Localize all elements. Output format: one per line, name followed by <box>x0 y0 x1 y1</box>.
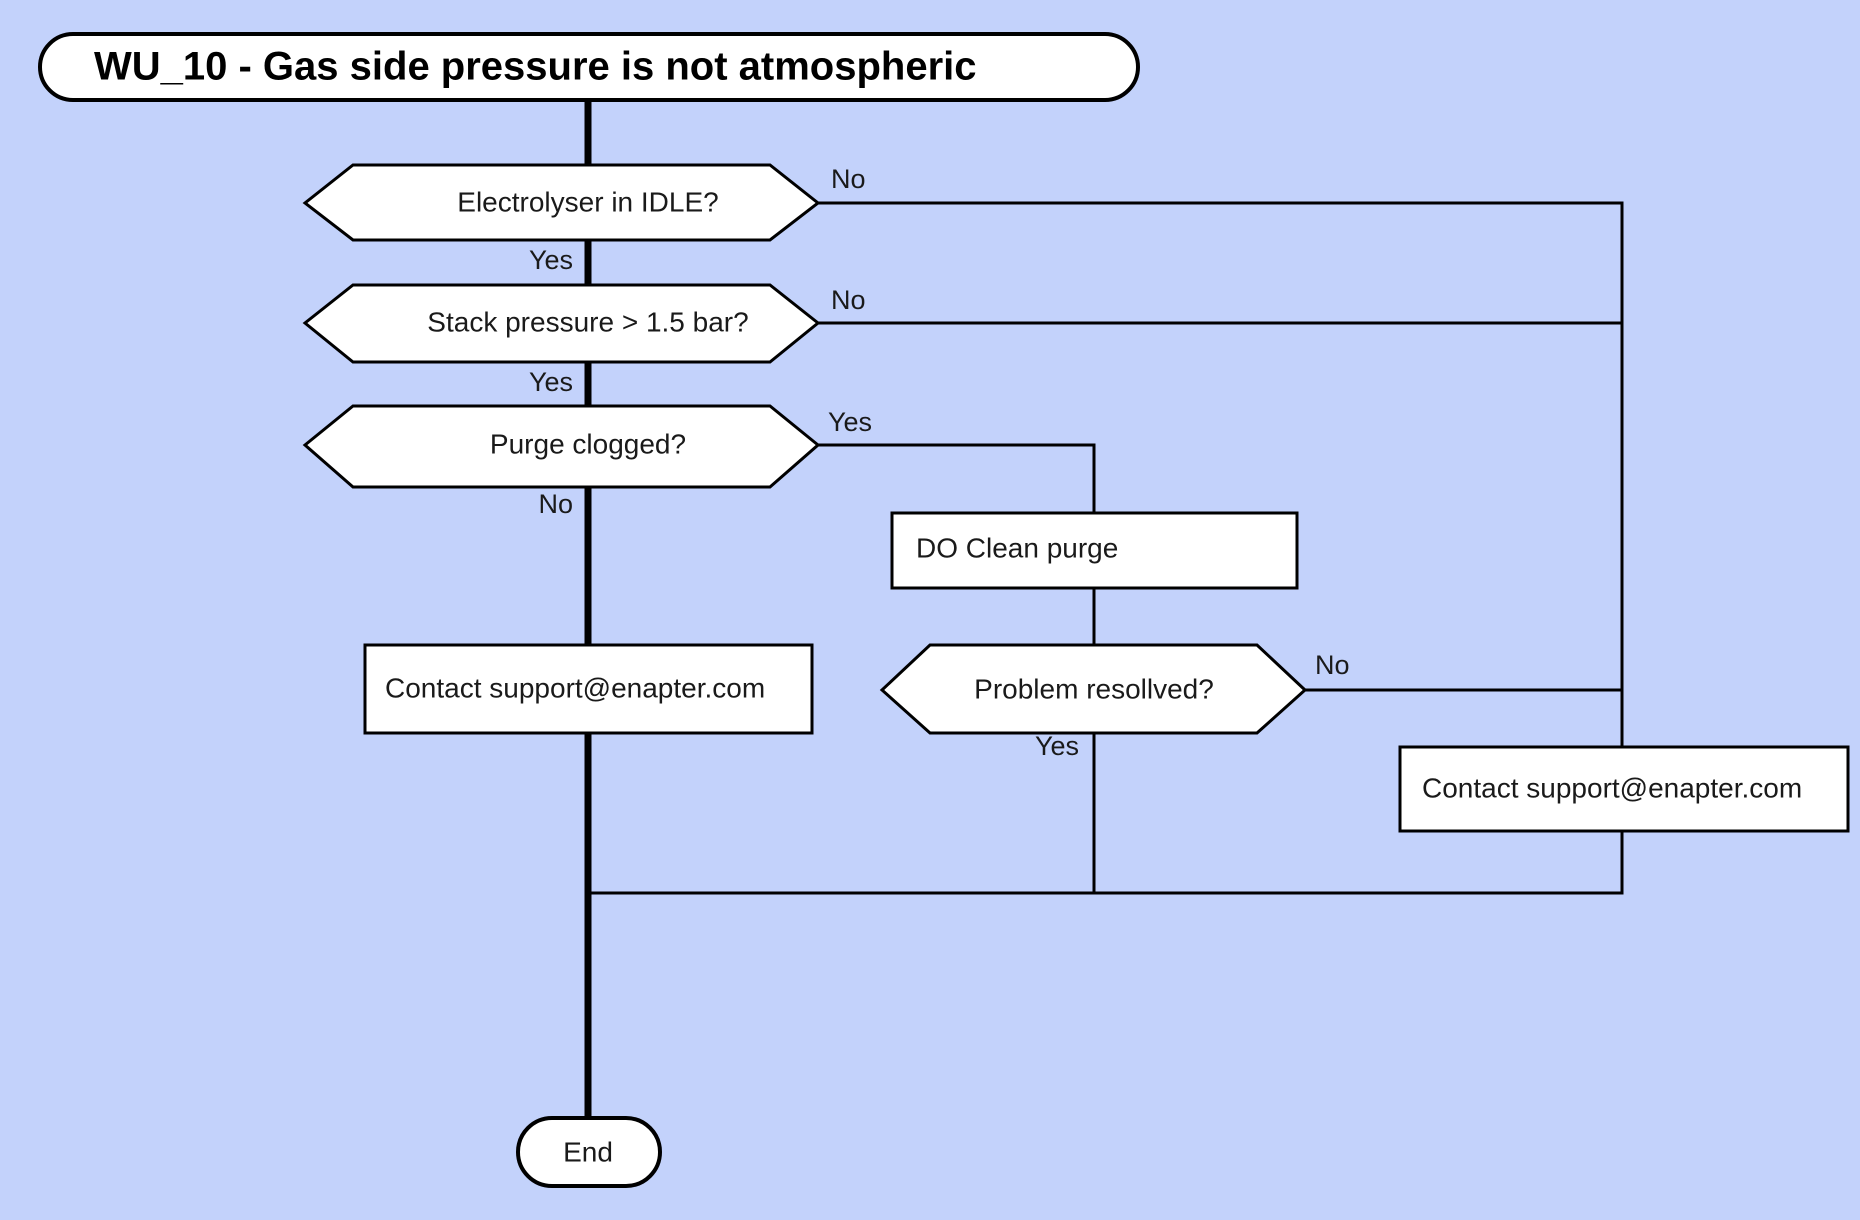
node-decision-stack-pressure-label: Stack pressure > 1.5 bar? <box>427 306 748 337</box>
node-decision-purge-clogged-label: Purge clogged? <box>490 428 686 459</box>
node-decision-stack-pressure[interactable]: Stack pressure > 1.5 bar? <box>302 283 821 364</box>
node-contact-support-left-label: Contact support@enapter.com <box>385 672 765 703</box>
node-start[interactable]: WU_10 - Gas side pressure is not atmosph… <box>38 32 1140 102</box>
node-start-label: WU_10 - Gas side pressure is not atmosph… <box>94 45 977 89</box>
edge-label-d3-no: No <box>538 489 573 519</box>
edge-label-d1-yes: Yes <box>529 245 573 275</box>
edge-d1-no-to-bus <box>588 201 1624 895</box>
edge-label-d1-no: No <box>831 164 866 194</box>
node-contact-support-left[interactable]: Contact support@enapter.com <box>363 643 814 735</box>
node-contact-support-right[interactable]: Contact support@enapter.com <box>1398 745 1850 833</box>
node-decision-electrolyser-idle[interactable]: Electrolyser in IDLE? <box>302 163 821 242</box>
edge-d3-yes-to-clean-purge <box>818 443 1096 513</box>
decision-hexagon-shape <box>302 163 821 242</box>
edge-label-d2-yes: Yes <box>529 367 573 397</box>
node-decision-purge-clogged[interactable]: Purge clogged? <box>302 404 821 489</box>
decision-hexagon-shape <box>879 643 1308 735</box>
node-contact-support-right-label: Contact support@enapter.com <box>1422 772 1802 803</box>
decision-hexagon-shape <box>302 283 821 364</box>
node-end[interactable]: End <box>516 1116 662 1188</box>
decision-hexagon-shape <box>302 404 821 489</box>
node-decision-problem-resolved-label: Problem resollved? <box>974 673 1214 704</box>
node-decision-electrolyser-idle-label: Electrolyser in IDLE? <box>457 186 718 217</box>
edge-label-d3-yes: Yes <box>828 407 872 437</box>
node-process-clean-purge-label: DO Clean purge <box>916 532 1118 563</box>
node-decision-problem-resolved[interactable]: Problem resollved? <box>879 643 1308 735</box>
edge-label-d2-no: No <box>831 285 866 315</box>
edge-label-d4-yes: Yes <box>1035 731 1079 761</box>
node-process-clean-purge[interactable]: DO Clean purge <box>890 511 1299 590</box>
node-end-label: End <box>563 1136 613 1167</box>
edge-label-d4-no: No <box>1315 650 1350 680</box>
